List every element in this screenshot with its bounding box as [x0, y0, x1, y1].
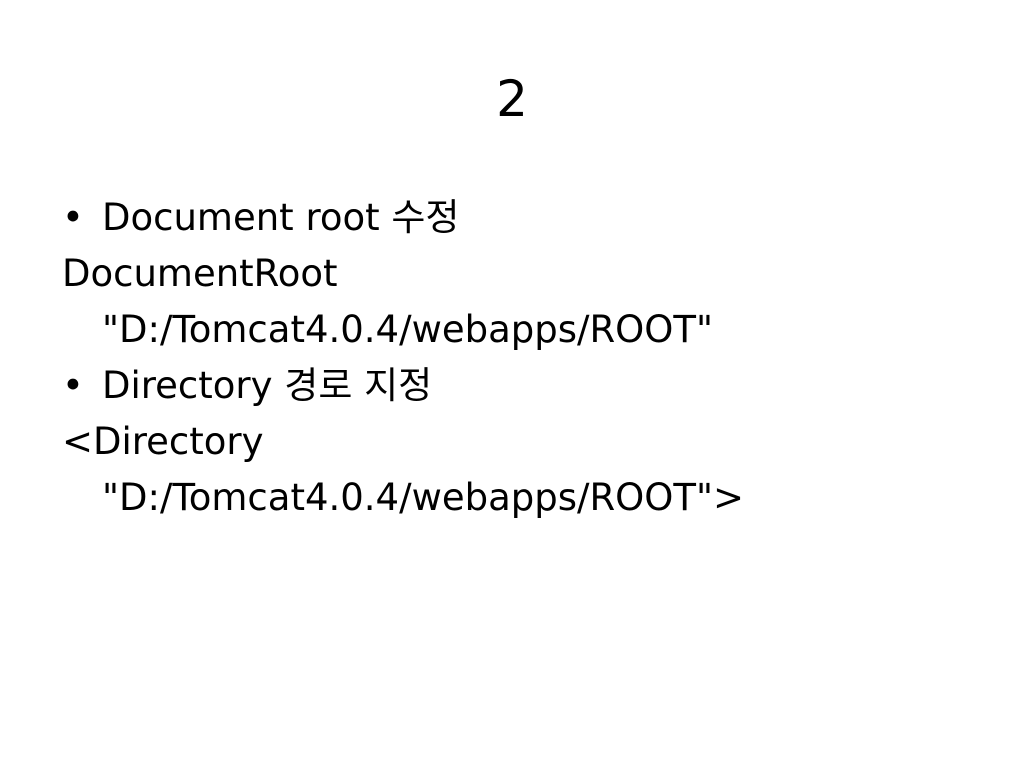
bullet-item-directory-path: • Directory 경로 지정 [62, 358, 962, 414]
bullet-marker: • [62, 364, 84, 407]
slide-title: 2 [496, 70, 528, 128]
bullet-marker: • [62, 196, 84, 239]
slide-body: • Document root 수정 DocumentRoot "D:/Tomc… [62, 190, 962, 526]
bullet-text: Document root 수정 [102, 196, 460, 239]
document-root-directive: DocumentRoot "D:/Tomcat4.0.4/webapps/ROO… [62, 246, 962, 358]
bullet-text: Directory 경로 지정 [102, 364, 433, 407]
directive-line-2: "D:/Tomcat4.0.4/webapps/ROOT" [102, 308, 714, 351]
directive-line-1: DocumentRoot [62, 252, 338, 295]
directive-line-2: "D:/Tomcat4.0.4/webapps/ROOT"> [102, 476, 745, 519]
bullet-item-document-root: • Document root 수정 [62, 190, 962, 246]
directive-line-1: <Directory [62, 420, 264, 463]
directory-directive: <Directory "D:/Tomcat4.0.4/webapps/ROOT"… [62, 414, 962, 526]
